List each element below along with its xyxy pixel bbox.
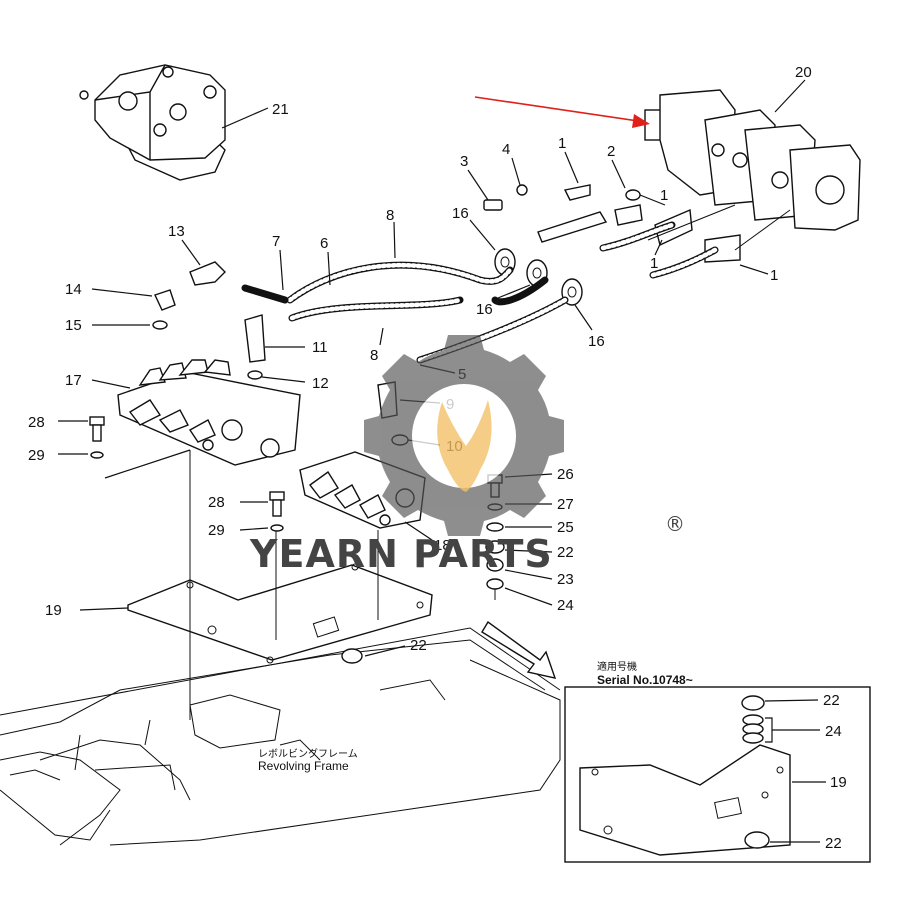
label-1a: 1: [558, 135, 566, 152]
inset-label-22b: 22: [825, 835, 842, 852]
plate: [127, 563, 433, 664]
label-16c: 16: [588, 333, 605, 350]
label-23: 23: [557, 571, 574, 588]
label-6: 6: [320, 235, 328, 252]
label-1b: 1: [660, 187, 668, 204]
frame-label: Revolving Frame: [258, 759, 349, 773]
label-1d: 1: [770, 267, 778, 284]
inset-label-19: 19: [830, 774, 847, 791]
label-28b: 28: [208, 494, 225, 511]
revolving-frame: [0, 627, 561, 846]
label-16b: 16: [476, 301, 493, 318]
label-7: 7: [272, 233, 280, 250]
label-13: 13: [168, 223, 185, 240]
label-28a: 28: [28, 414, 45, 431]
registered-mark: ®: [665, 512, 685, 536]
label-19: 19: [45, 602, 62, 619]
label-3: 3: [460, 153, 468, 170]
label-15: 15: [65, 317, 82, 334]
label-29b: 29: [208, 522, 225, 539]
leader-lines: [58, 151, 769, 657]
frame-label-jp: レボルビングフレーム: [258, 747, 358, 760]
label-8a: 8: [386, 207, 394, 224]
watermark-logo: [364, 335, 564, 536]
inset-serial: Serial No.10748~: [597, 673, 693, 687]
control-valve-17: [117, 359, 301, 466]
label-17: 17: [65, 372, 82, 389]
label-20: 20: [795, 64, 812, 81]
label-1c: 1: [650, 255, 658, 272]
label-27: 27: [557, 496, 574, 513]
inset-label-22a: 22: [823, 692, 840, 709]
red-pointer-arrow: [474, 96, 650, 128]
label-25: 25: [557, 519, 574, 536]
label-8b: 8: [370, 347, 378, 364]
label-22a: 22: [557, 544, 574, 561]
inset-label-24: 24: [825, 723, 842, 740]
label-18: 18: [434, 537, 451, 554]
main-pump: [644, 89, 861, 231]
label-22b: 22: [410, 637, 427, 654]
inset-pointer-arrow: [481, 620, 557, 679]
label-12: 12: [312, 375, 329, 392]
label-4: 4: [502, 141, 510, 158]
label-11: 11: [312, 339, 328, 356]
label-24: 24: [557, 597, 574, 614]
inset-box: [564, 686, 871, 863]
label-2: 2: [607, 143, 615, 160]
watermark-brand: YEARN PARTS: [249, 532, 553, 576]
swing-pump: [79, 64, 226, 181]
label-21: 21: [272, 101, 289, 118]
pump-fittings: [483, 184, 791, 263]
label-29a: 29: [28, 447, 45, 464]
label-16a: 16: [452, 205, 469, 222]
label-26: 26: [557, 466, 574, 483]
label-14: 14: [65, 281, 82, 298]
inset-heading-jp: 適用号機: [597, 660, 637, 673]
